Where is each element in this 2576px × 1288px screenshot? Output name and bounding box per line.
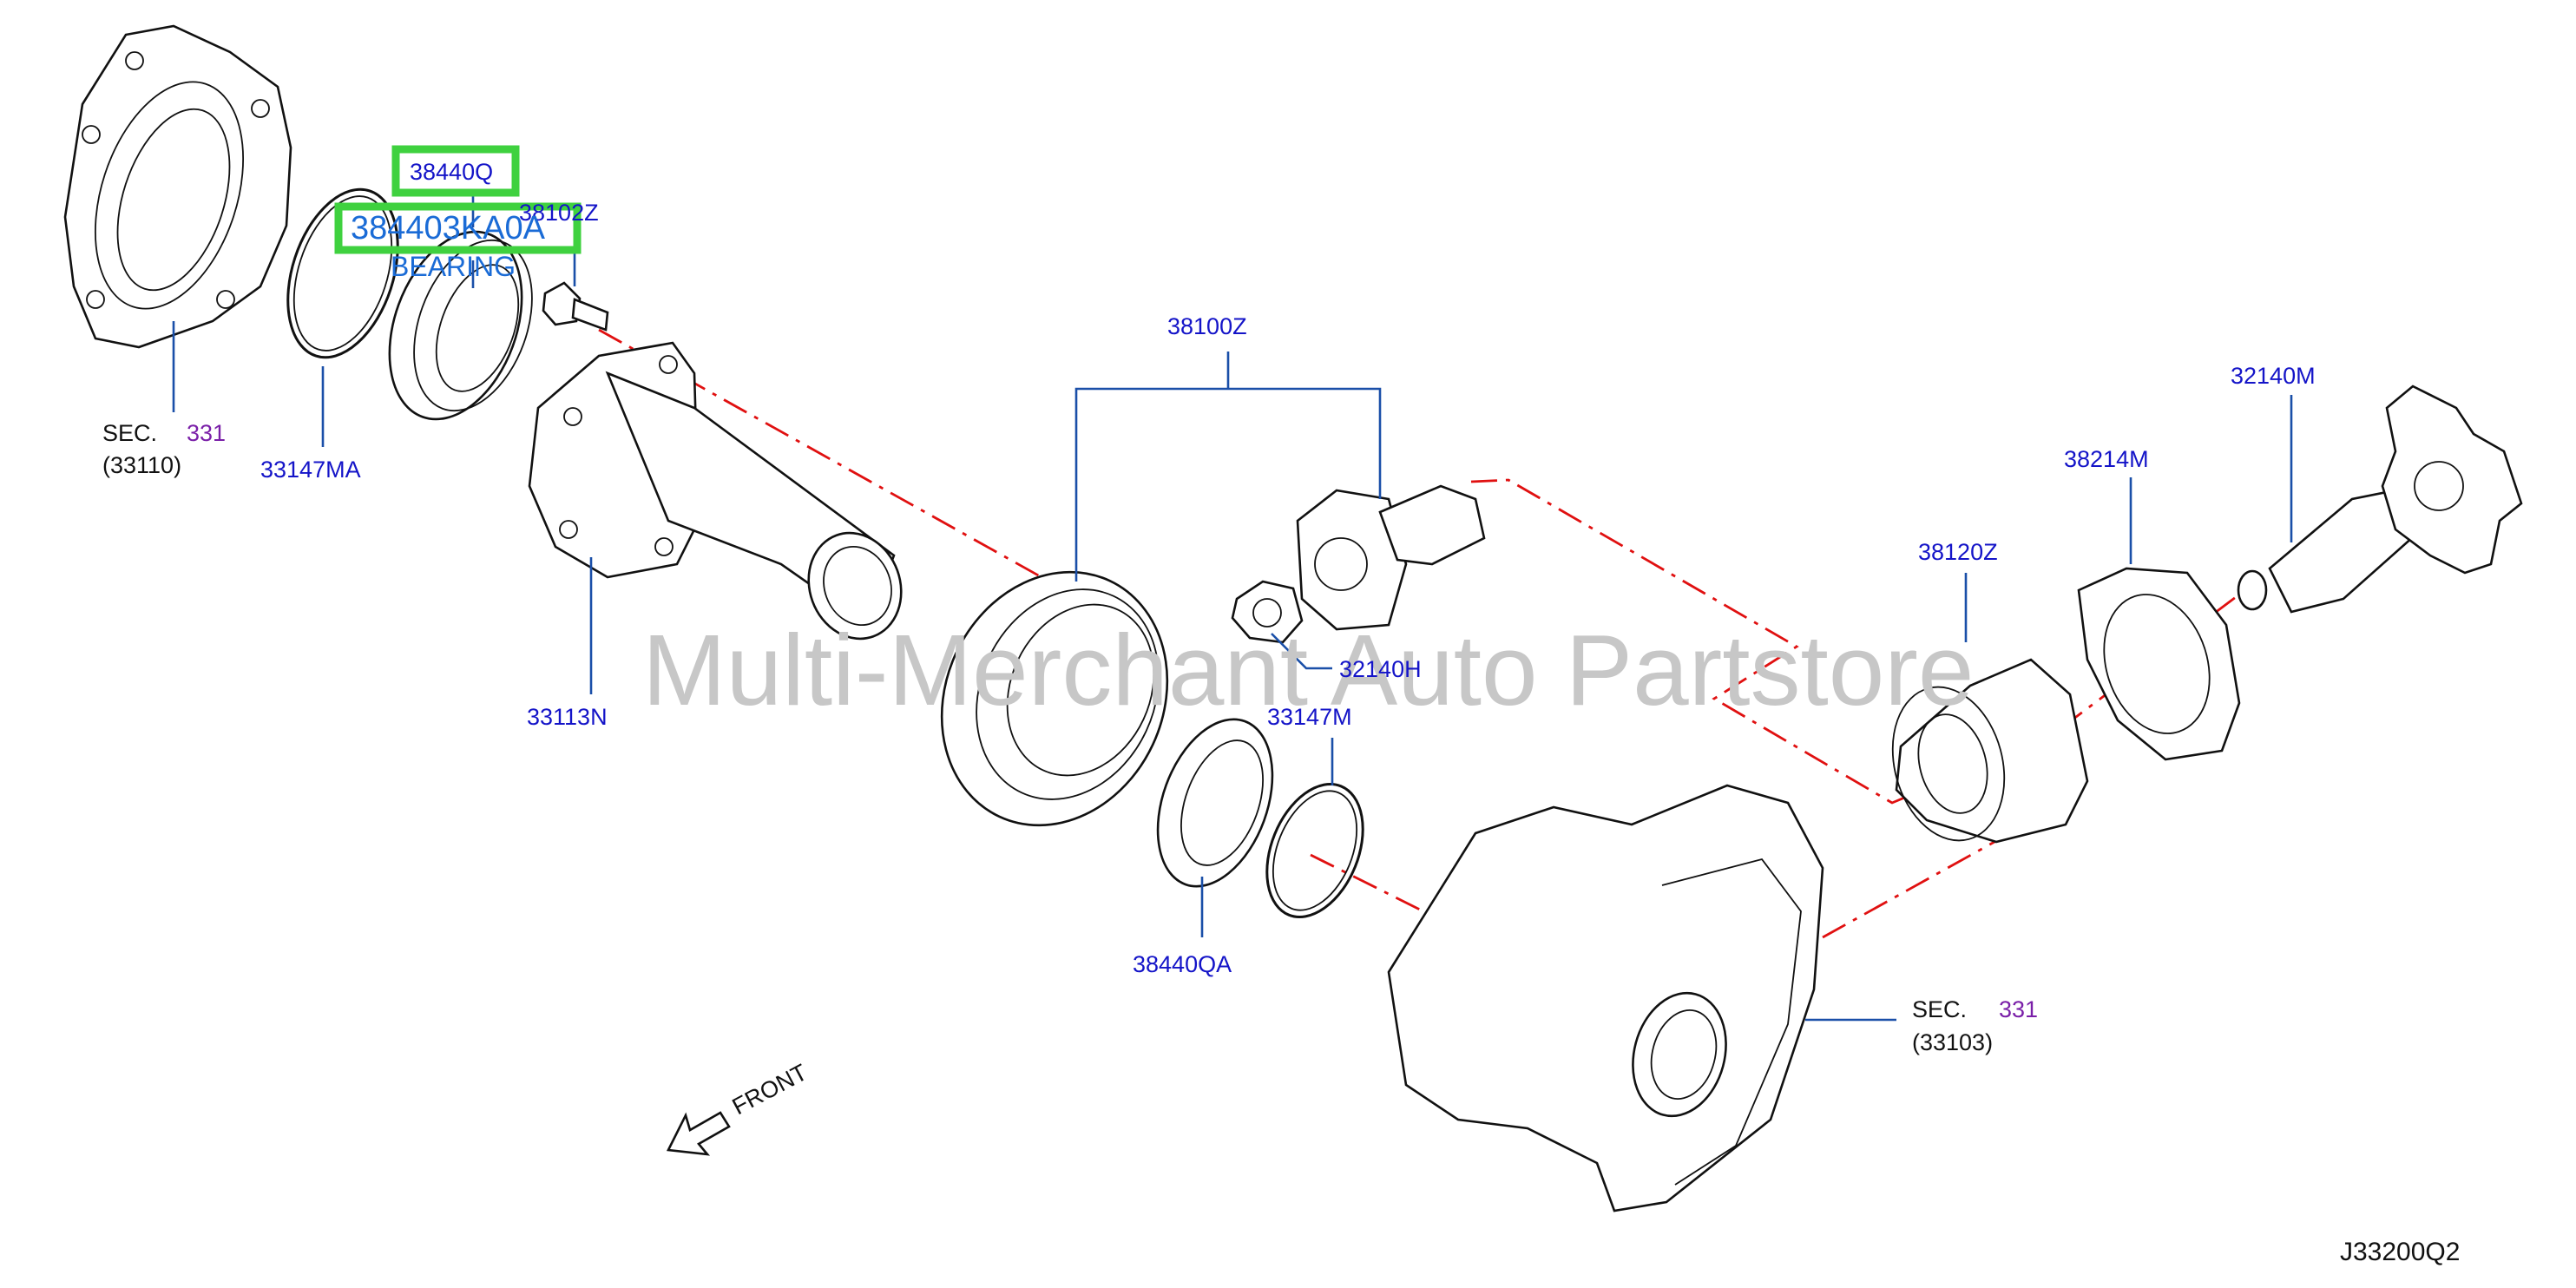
- label-sec-right-prefix: SEC.: [1912, 996, 1967, 1022]
- extension-shaft-33113N[interactable]: [528, 341, 916, 652]
- watermark: Multi-Merchant Auto Partstore: [642, 614, 1974, 726]
- front-indicator: FRONT: [667, 1059, 812, 1156]
- snap-ring-33147M[interactable]: [1249, 770, 1382, 931]
- ring-gear-38100Z[interactable]: [901, 535, 1207, 863]
- highlight-box-384403KA0A: [334, 202, 582, 254]
- bearing-38440Q[interactable]: [365, 214, 554, 437]
- label-38102Z[interactable]: 38102Z: [519, 200, 599, 226]
- label-sec-left-sub: (33110): [102, 452, 181, 478]
- bearing-38120Z[interactable]: [1876, 658, 2089, 853]
- label-32140H[interactable]: 32140H: [1339, 656, 1422, 682]
- label-sec-left-prefix: SEC.: [102, 420, 157, 446]
- label-33147M[interactable]: 33147M: [1267, 704, 1352, 730]
- label-38440Q[interactable]: 38440Q: [410, 159, 493, 185]
- label-sec-right-sub: (33103): [1912, 1029, 1993, 1055]
- companion-flange-32140M[interactable]: [2237, 384, 2523, 614]
- drawing-code: J33200Q2: [2340, 1238, 2460, 1266]
- label-38120Z[interactable]: 38120Z: [1918, 539, 1998, 565]
- drive-pinion-38100Z[interactable]: [1296, 484, 1486, 631]
- oil-seal-38440QA[interactable]: [1136, 704, 1293, 903]
- label-bearing: BEARING: [391, 251, 516, 282]
- rear-cover-housing[interactable]: [63, 24, 292, 349]
- label-sec-left-num[interactable]: 331: [187, 420, 226, 446]
- bolt-38102Z[interactable]: [542, 281, 609, 332]
- label-38100Z[interactable]: 38100Z: [1167, 313, 1247, 339]
- label-33147MA[interactable]: 33147MA: [260, 457, 361, 483]
- label-384403KA0A[interactable]: 384403KA0A: [351, 210, 546, 246]
- label-33113N[interactable]: 33113N: [527, 704, 608, 730]
- label-38214M[interactable]: 38214M: [2064, 446, 2149, 472]
- label-front: FRONT: [728, 1059, 812, 1120]
- label-38440QA[interactable]: 38440QA: [1133, 951, 1232, 977]
- transfer-case-housing[interactable]: [1387, 784, 1824, 1212]
- snap-ring-33147MA[interactable]: [268, 175, 417, 371]
- label-sec-right-num[interactable]: 331: [1999, 996, 2038, 1022]
- gasket-38214M[interactable]: [2077, 567, 2241, 761]
- label-32140M[interactable]: 32140M: [2231, 363, 2316, 389]
- highlight-box-38440Q: [391, 145, 520, 197]
- nut-32140H[interactable]: [1231, 580, 1304, 644]
- front-arrow-icon: [667, 1111, 731, 1156]
